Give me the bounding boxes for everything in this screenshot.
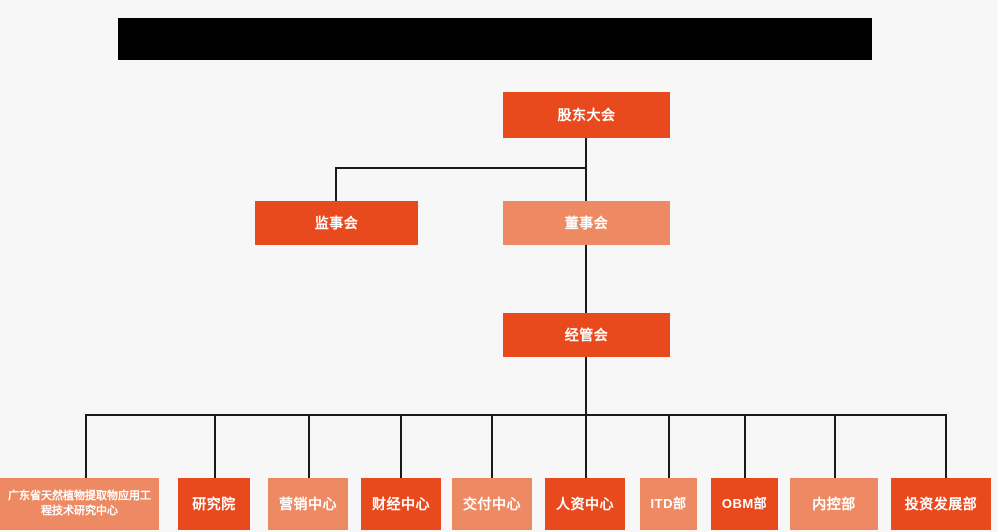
connector-drop-research-institute bbox=[214, 414, 216, 478]
node-finance-center[interactable]: 财经中心 bbox=[361, 478, 441, 530]
connector-drop-engineering-center bbox=[85, 414, 87, 478]
connector-drop-delivery-center bbox=[491, 414, 493, 478]
node-itd-dept[interactable]: ITD部 bbox=[640, 478, 697, 530]
node-board-of-directors[interactable]: 董事会 bbox=[503, 201, 670, 245]
connector-drop-obm-dept bbox=[744, 414, 746, 478]
node-label-board-of-directors: 董事会 bbox=[564, 214, 609, 231]
connector-management-drop bbox=[585, 357, 587, 416]
node-delivery-center[interactable]: 交付中心 bbox=[452, 478, 532, 530]
connector-shareholders-drop bbox=[585, 138, 587, 169]
connector-board-to-management bbox=[585, 245, 587, 314]
node-engineering-center[interactable]: 广东省天然植物提取物应用工程技术研究中心 bbox=[0, 478, 159, 530]
connector-level2-bus bbox=[335, 167, 587, 169]
node-label-obm-dept: OBM部 bbox=[721, 496, 768, 512]
node-label-research-institute: 研究院 bbox=[192, 495, 236, 512]
node-obm-dept[interactable]: OBM部 bbox=[711, 478, 778, 530]
connector-supervisory-drop bbox=[335, 167, 337, 203]
connector-drop-investment-dev-dept bbox=[945, 414, 947, 478]
connector-drop-hr-center bbox=[585, 414, 587, 478]
node-management-committee[interactable]: 经管会 bbox=[503, 313, 670, 357]
node-label-delivery-center: 交付中心 bbox=[463, 495, 521, 512]
node-label-supervisory-board: 监事会 bbox=[314, 214, 359, 231]
connector-drop-internal-control-dept bbox=[834, 414, 836, 478]
node-label-internal-control-dept: 内控部 bbox=[812, 495, 856, 512]
node-marketing-center[interactable]: 营销中心 bbox=[268, 478, 348, 530]
node-investment-dev-dept[interactable]: 投资发展部 bbox=[891, 478, 991, 530]
node-label-shareholders-meeting: 股东大会 bbox=[557, 106, 616, 123]
node-supervisory-board[interactable]: 监事会 bbox=[255, 201, 418, 245]
node-label-marketing-center: 营销中心 bbox=[279, 495, 337, 512]
node-label-hr-center: 人资中心 bbox=[556, 495, 614, 512]
node-shareholders-meeting[interactable]: 股东大会 bbox=[503, 92, 670, 138]
node-label-investment-dev-dept: 投资发展部 bbox=[904, 495, 978, 512]
node-label-engineering-center: 广东省天然植物提取物应用工程技术研究中心 bbox=[8, 490, 151, 517]
node-research-institute[interactable]: 研究院 bbox=[178, 478, 250, 530]
connector-board-drop bbox=[585, 167, 587, 203]
node-label-itd-dept: ITD部 bbox=[650, 496, 687, 512]
connector-departments-bus bbox=[85, 414, 946, 416]
node-internal-control-dept[interactable]: 内控部 bbox=[790, 478, 878, 530]
node-label-finance-center: 财经中心 bbox=[372, 495, 430, 512]
connector-drop-marketing-center bbox=[308, 414, 310, 478]
header-banner-title bbox=[118, 18, 872, 60]
node-label-management-committee: 经管会 bbox=[564, 326, 609, 343]
connector-drop-itd-dept bbox=[668, 414, 670, 478]
header-banner bbox=[118, 18, 872, 60]
node-hr-center[interactable]: 人资中心 bbox=[545, 478, 625, 530]
connector-drop-finance-center bbox=[400, 414, 402, 478]
